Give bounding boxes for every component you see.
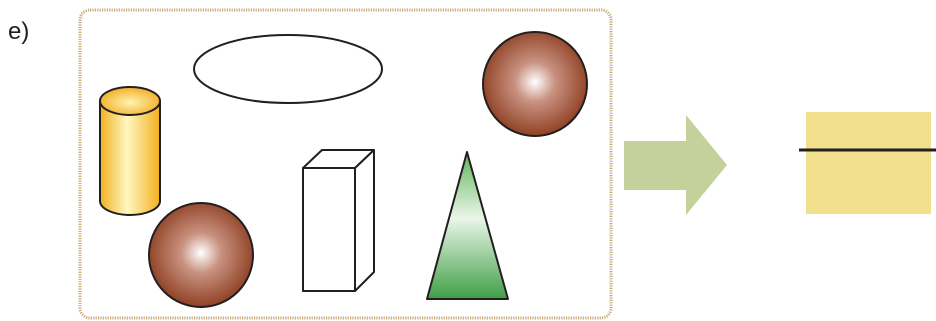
arrow-right-icon [624,115,727,215]
ellipse-shape [193,34,383,104]
sphere-shape-top [482,31,588,137]
item-label: e) [8,18,30,45]
fraction-denominator-box[interactable] [806,162,931,214]
cone-shape [426,151,509,300]
fraction-numerator-box[interactable] [806,112,931,164]
cylinder-shape [99,86,161,216]
fraction [799,112,936,214]
rectangular-prism-shape [302,149,375,292]
sphere-shape-bottom [148,202,254,308]
